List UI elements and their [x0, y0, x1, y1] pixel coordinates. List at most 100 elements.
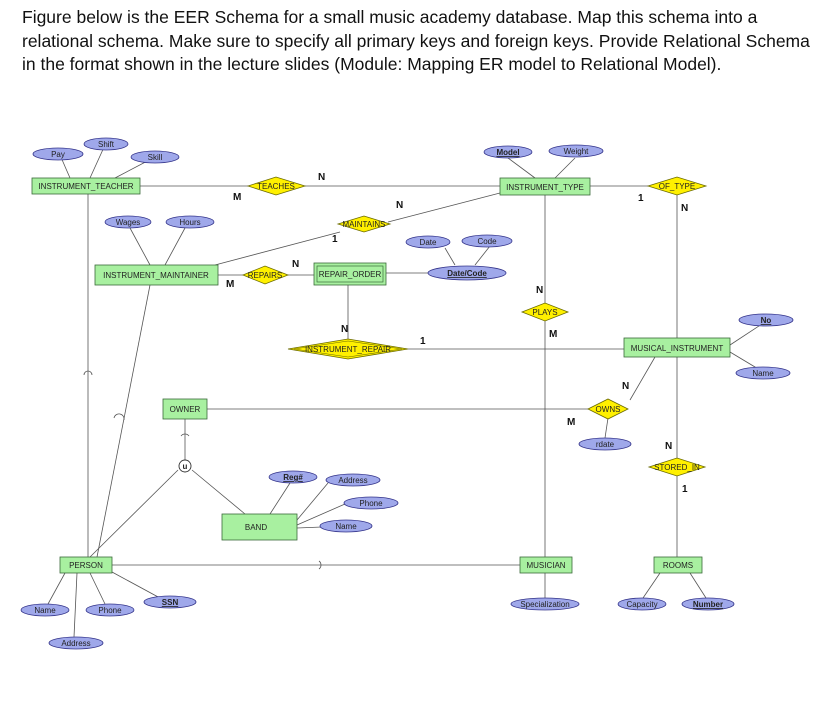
entity-label: MUSICIAN	[526, 561, 565, 570]
entity-instrument-maintainer: INSTRUMENT_MAINTAINER	[94, 264, 219, 286]
attribute-person-address: Address	[48, 636, 104, 650]
entity-musical-instrument: MUSICAL_INSTRUMENT	[623, 337, 731, 358]
cardinality-instrument-repair-n: N	[341, 324, 348, 335]
cardinality-plays-m: M	[549, 329, 557, 340]
attribute-label: Name	[34, 606, 56, 615]
attribute-weight: Weight	[548, 144, 604, 158]
attribute-label: Address	[61, 639, 90, 648]
cardinality-plays-n: N	[536, 285, 543, 296]
attribute-label: Specialization	[520, 600, 569, 609]
cardinality-repairs-n: N	[292, 259, 299, 270]
attribute-label: Pay	[51, 150, 65, 159]
relationship-stored-in: STORED_IN	[647, 457, 707, 477]
attribute-label: Name	[752, 369, 774, 378]
relationship-teaches: TEACHES	[246, 176, 307, 196]
cardinality-of-type-1: 1	[638, 193, 644, 204]
entity-label: MUSICAL_INSTRUMENT	[631, 344, 724, 353]
attribute-label: Hours	[179, 218, 200, 227]
cardinality-maintains-n: N	[396, 200, 403, 211]
relationship-maintains: MAINTAINS	[336, 215, 392, 233]
union-label: u	[183, 462, 188, 471]
attribute-wages: Wages	[104, 215, 152, 229]
union-circle: u	[178, 459, 192, 473]
relationship-instrument-repair: INSTRUMENT_REPAIR	[287, 338, 409, 360]
relationship-label: MAINTAINS	[343, 220, 386, 229]
attribute-label: Name	[335, 522, 357, 531]
attribute-band-address: Address	[325, 473, 381, 487]
cardinality-labels: M N N 1 1 N M N N 1 N M N M N 1	[226, 172, 688, 495]
attribute-rdate: rdate	[578, 437, 632, 451]
relationship-label: OF_TYPE	[659, 182, 695, 191]
attribute-label: Capacity	[626, 600, 657, 609]
attribute-label: No	[761, 316, 772, 325]
attribute-reg: Reg#	[268, 470, 318, 484]
entity-label: INSTRUMENT_TYPE	[506, 183, 584, 192]
attribute-band-phone: Phone	[343, 496, 399, 510]
attribute-band-name: Name	[319, 519, 373, 533]
attribute-person-name: Name	[20, 603, 70, 617]
relationship-label: TEACHES	[257, 182, 295, 191]
entity-band: BAND	[221, 513, 298, 541]
cardinality-owns-n: N	[622, 381, 629, 392]
attribute-capacity: Capacity	[617, 597, 667, 611]
cardinality-owns-m: M	[567, 417, 575, 428]
attribute-person-phone: Phone	[85, 603, 135, 617]
connector-lines	[47, 144, 766, 638]
entity-repair-order: REPAIR_ORDER	[313, 262, 387, 286]
attribute-label: Phone	[359, 499, 383, 508]
relationship-owns: OWNS	[587, 398, 629, 420]
relationship-label: REPAIRS	[248, 271, 283, 280]
cardinality-stored-in-1: 1	[682, 484, 688, 495]
attribute-date: Date	[405, 235, 451, 249]
attribute-date-code: Date/Code	[427, 265, 507, 281]
attribute-shift: Shift	[83, 137, 129, 151]
attribute-no: No	[738, 313, 794, 327]
cardinality-of-type-n: N	[681, 203, 688, 214]
entity-label: INSTRUMENT_TEACHER	[38, 182, 133, 191]
attribute-model: Model	[483, 145, 533, 159]
entity-person: PERSON	[59, 556, 113, 574]
entity-rooms: ROOMS	[653, 556, 703, 574]
entity-owner: OWNER	[162, 398, 208, 420]
relationship-label: STORED_IN	[654, 463, 700, 472]
cardinality-stored-in-n: N	[665, 441, 672, 452]
attribute-label: Weight	[564, 147, 590, 156]
attribute-label: Skill	[148, 153, 163, 162]
attribute-label: Date/Code	[447, 269, 487, 278]
cardinality-teaches-m: M	[233, 192, 241, 203]
attribute-label: Phone	[98, 606, 122, 615]
entity-label: PERSON	[69, 561, 103, 570]
entity-label: BAND	[245, 523, 267, 532]
cardinality-instrument-repair-1: 1	[420, 336, 426, 347]
attribute-label: Date	[420, 238, 437, 247]
attribute-skill: Skill	[130, 150, 180, 164]
attribute-label: Wages	[116, 218, 141, 227]
attribute-label: rdate	[596, 440, 615, 449]
entity-label: REPAIR_ORDER	[319, 270, 382, 279]
attribute-label: Shift	[98, 140, 115, 149]
cardinality-repairs-m: M	[226, 279, 234, 290]
attribute-specialization: Specialization	[510, 597, 580, 611]
attribute-code: Code	[461, 234, 513, 248]
attribute-label: Model	[496, 148, 519, 157]
entity-label: ROOMS	[663, 561, 693, 570]
cardinality-maintains-1: 1	[332, 234, 338, 245]
relationship-of-type: OF_TYPE	[646, 176, 708, 196]
relationship-plays: PLAYS	[520, 302, 570, 322]
entity-label: OWNER	[170, 405, 201, 414]
relationship-repairs: REPAIRS	[241, 265, 290, 285]
cardinality-teaches-n: N	[318, 172, 325, 183]
question-text: Figure below is the EER Schema for a sma…	[22, 7, 810, 74]
attribute-number: Number	[681, 597, 735, 611]
attribute-label: Reg#	[283, 473, 303, 482]
relationship-label: PLAYS	[532, 308, 557, 317]
relationship-label: OWNS	[596, 405, 621, 414]
entity-label: INSTRUMENT_MAINTAINER	[103, 271, 209, 280]
relationship-label: INSTRUMENT_REPAIR	[305, 345, 391, 354]
attribute-pay: Pay	[32, 147, 84, 161]
attribute-label: SSN	[162, 598, 179, 607]
attribute-label: Code	[477, 237, 497, 246]
entity-musician: MUSICIAN	[519, 556, 573, 574]
attribute-ssn: SSN	[143, 595, 197, 609]
